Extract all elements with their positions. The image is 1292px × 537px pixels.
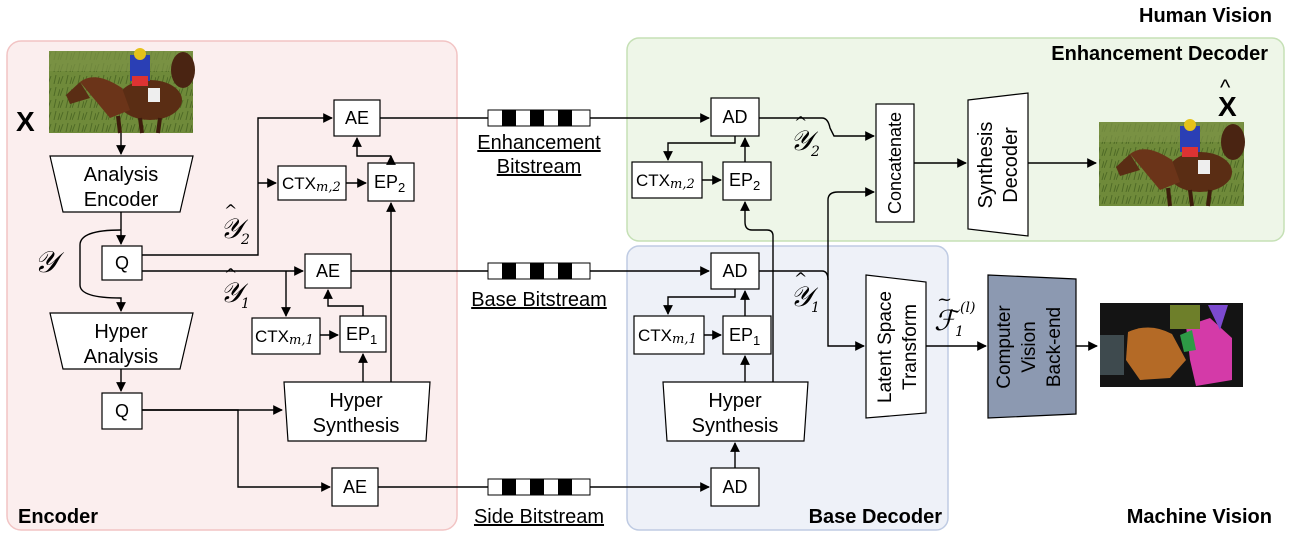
ad-side-label: AD xyxy=(722,477,747,497)
base-decoder-title: Base Decoder xyxy=(809,506,943,528)
ep1-decoder-label: EP1 xyxy=(729,325,760,348)
ctx-m1-encoder: CTXm,1 xyxy=(251,317,321,355)
output-hat: ^ xyxy=(1220,75,1231,100)
ctx-m2-decoder: CTXm,2 xyxy=(631,161,703,199)
side-bitstream-label: Side Bitstream xyxy=(474,506,604,528)
ctx-m1-decoder: CTXm,1 xyxy=(633,315,705,355)
base-y1-hat: ^ xyxy=(794,269,807,288)
synthesis-decoder-line2: Decoder xyxy=(1000,127,1022,203)
edge-ad-base-to-ctx xyxy=(663,289,736,315)
ep1-encoder-label: EP1 xyxy=(346,324,377,347)
ad-base-label: AD xyxy=(722,261,747,281)
quantizer-bottom-label: Q xyxy=(115,401,129,421)
edge-y1-to-concatenate xyxy=(827,187,875,280)
latent-transform-line1: Latent Space xyxy=(875,291,896,403)
hyper-synthesis-decoder: Hyper Synthesis xyxy=(662,381,809,442)
ad-enhancement-label: AD xyxy=(722,107,747,127)
synthesis-decoder: Synthesis Decoder xyxy=(967,92,1029,237)
quantizer-top-label: Q xyxy=(115,253,129,273)
base-y1-sub: 1 xyxy=(811,300,820,316)
latent-space-transform: Latent Space Transform xyxy=(865,274,927,419)
ae-side-label: AE xyxy=(343,477,367,497)
ep1-decoder: EP1 xyxy=(722,315,772,355)
hyper-analysis: Hyper Analysis xyxy=(49,312,194,370)
ae-enhancement-label: AE xyxy=(345,108,369,128)
analysis-encoder-line1: Analysis xyxy=(84,164,158,186)
ctx-m1-decoder-label: CTXm,1 xyxy=(638,326,697,347)
hyper-analysis-line2: Analysis xyxy=(84,346,158,368)
edge-ep2-up xyxy=(352,137,391,157)
concatenate-label: Concatenate xyxy=(885,112,905,214)
ctx-m2-encoder: CTXm,2 xyxy=(277,165,347,201)
ep2-decoder: EP2 xyxy=(722,161,772,201)
edge-ad-to-ctx-enh xyxy=(663,136,736,161)
base-bitstream-label: Base Bitstream xyxy=(471,289,607,311)
backend-line1: Computer xyxy=(994,305,1015,389)
base-bitstream-icon xyxy=(487,262,591,280)
edge-q-to-ae-enhancement xyxy=(142,113,333,256)
latent-transform-line2: Transform xyxy=(900,304,921,390)
side-bitstream-icon xyxy=(487,478,591,496)
edge-q-to-ae-side xyxy=(142,409,331,492)
enhancement-bitstream-line1: Enhancement xyxy=(477,132,601,154)
ctx-m2-decoder-label: CTXm,2 xyxy=(636,171,695,192)
analysis-encoder: Analysis Encoder xyxy=(49,155,194,213)
dec-y2-hat: ^ xyxy=(794,113,807,132)
encoder-title: Encoder xyxy=(18,506,98,528)
quantizer-bottom: Q xyxy=(101,392,143,430)
ad-enhancement: AD xyxy=(710,97,760,137)
ctx-m2-encoder-label: CTXm,2 xyxy=(282,174,341,195)
concatenate: Concatenate xyxy=(875,103,915,223)
hyper-synth-dec-line1: Hyper xyxy=(708,390,762,412)
quantizer-top: Q xyxy=(101,245,143,281)
edge-ad-enh-to-concatenate xyxy=(759,117,875,141)
enc-y1-sub: 1 xyxy=(241,296,250,312)
feature-f-sub: 1 xyxy=(955,324,964,340)
synthesis-decoder-line1: Synthesis xyxy=(975,122,997,209)
output-label-x: X xyxy=(1218,91,1237,122)
ep2-encoder-label: EP2 xyxy=(374,172,405,195)
enc-y1-hat: ^ xyxy=(224,265,237,284)
edge-y-to-hyper-analysis xyxy=(79,229,126,312)
machine-vision-title: Machine Vision xyxy=(1127,506,1272,528)
ep1-encoder: EP1 xyxy=(339,315,387,353)
ad-side: AD xyxy=(710,467,760,507)
backend-line3: Back-end xyxy=(1044,307,1065,387)
hyper-synthesis-encoder: Hyper Synthesis xyxy=(283,381,431,442)
ep2-encoder: EP2 xyxy=(367,162,415,202)
input-label-x: X xyxy=(16,106,35,137)
feature-f-tilde: ~ xyxy=(937,289,952,310)
horse-photo-output xyxy=(1099,119,1245,207)
enhancement-decoder-title: Enhancement Decoder xyxy=(1051,43,1268,65)
computer-vision-backend: Computer Vision Back-end xyxy=(987,274,1077,419)
analysis-encoder-line2: Encoder xyxy=(84,189,159,211)
edge-ep1-to-ae-base xyxy=(323,289,364,316)
hyper-synth-enc-line1: Hyper xyxy=(329,390,383,412)
dec-y2-sub: 2 xyxy=(810,144,820,160)
human-vision-title: Human Vision xyxy=(1139,5,1272,27)
enhancement-bitstream-line2: Bitstream xyxy=(497,156,581,178)
feature-f-sup: (l) xyxy=(960,300,975,316)
enc-y2-sub: 2 xyxy=(240,232,250,248)
ae-enhancement: AE xyxy=(333,99,381,137)
backend-line2: Vision xyxy=(1019,321,1040,372)
ep2-decoder-label: EP2 xyxy=(729,170,760,193)
ctx-m1-encoder-label: CTXm,1 xyxy=(255,327,314,348)
horse-photo-input xyxy=(49,48,195,134)
hyper-synth-dec-line2: Synthesis xyxy=(692,415,779,437)
hyper-analysis-line1: Hyper xyxy=(94,321,148,343)
ae-base: AE xyxy=(304,253,352,289)
ae-side: AE xyxy=(331,467,379,507)
hyper-synth-enc-line2: Synthesis xyxy=(313,415,400,437)
edge-hs-dec-to-ep2 xyxy=(740,201,774,382)
ad-base: AD xyxy=(710,252,760,290)
segmentation-map xyxy=(1100,303,1243,387)
ae-base-label: AE xyxy=(316,261,340,281)
enhancement-bitstream-icon xyxy=(487,109,591,127)
enc-y2-hat: ^ xyxy=(224,201,237,220)
